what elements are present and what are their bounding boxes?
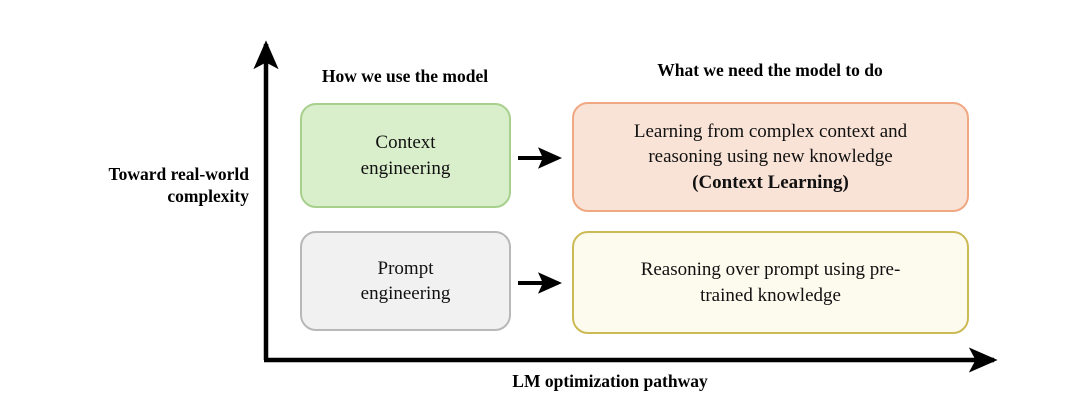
x-axis-label: LM optimization pathway bbox=[512, 371, 708, 391]
node-context-learning-line1: Learning from complex context and bbox=[633, 121, 908, 143]
node-context-learning[interactable]: Learning from complex context and reason… bbox=[572, 102, 969, 212]
node-context-learning-line2: reasoning using new knowledge bbox=[648, 146, 893, 168]
y-axis-label: Toward real-world complexity bbox=[108, 164, 250, 207]
node-context-learning-line3: (Context Learning) bbox=[692, 171, 849, 193]
column-header-left: How we use the model bbox=[321, 66, 489, 86]
node-context-engineering[interactable]: Context engineering bbox=[300, 103, 511, 208]
column-header-right: What we need the model to do bbox=[657, 60, 883, 80]
node-prompt-engineering[interactable]: Prompt engineering bbox=[300, 231, 511, 331]
node-pretrained-reasoning[interactable]: Reasoning over prompt using pre- trained… bbox=[572, 231, 969, 334]
